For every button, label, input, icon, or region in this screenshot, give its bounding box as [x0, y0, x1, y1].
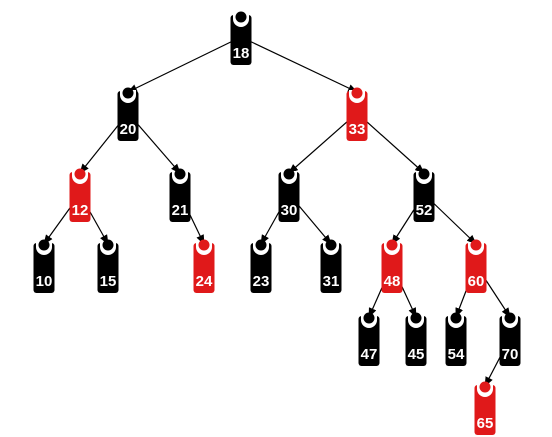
tree-node-31: 31 — [320, 239, 342, 293]
node-dot — [74, 168, 86, 180]
node-dot — [470, 239, 482, 251]
node-body — [465, 243, 487, 293]
node-dot — [102, 239, 114, 251]
node-body — [381, 243, 403, 293]
node-label: 21 — [172, 202, 189, 219]
node-dot — [174, 168, 186, 180]
node-dot — [386, 239, 398, 251]
node-dot — [122, 87, 134, 99]
node-label: 52 — [416, 202, 433, 219]
tree-node-12: 12 — [69, 168, 91, 222]
node-dot — [410, 312, 422, 324]
tree-node-24: 24 — [193, 239, 215, 293]
node-label: 24 — [196, 273, 213, 290]
node-dot — [504, 312, 516, 324]
node-body — [169, 172, 191, 222]
node-body — [117, 91, 139, 141]
node-body — [278, 172, 300, 222]
node-body — [33, 243, 55, 293]
edges — [43, 36, 511, 387]
node-body — [405, 316, 427, 366]
node-label: 60 — [468, 273, 485, 290]
node-body — [97, 243, 119, 293]
edge-33-30 — [288, 112, 358, 174]
node-label: 20 — [120, 121, 137, 138]
node-body — [358, 316, 380, 366]
tree-node-48: 48 — [381, 239, 403, 293]
node-dot — [235, 11, 247, 23]
node-body — [346, 91, 368, 141]
node-label: 33 — [349, 121, 366, 138]
node-label: 12 — [72, 202, 89, 219]
node-label: 18 — [233, 45, 250, 62]
tree-node-70: 70 — [499, 312, 521, 366]
node-body — [193, 243, 215, 293]
node-body — [445, 316, 467, 366]
tree-node-33: 33 — [346, 87, 368, 141]
node-dot — [363, 312, 375, 324]
node-label: 15 — [100, 273, 117, 290]
tree-node-52: 52 — [413, 168, 435, 222]
node-body — [69, 172, 91, 222]
tree-node-20: 20 — [117, 87, 139, 141]
tree-node-23: 23 — [250, 239, 272, 293]
node-dot — [450, 312, 462, 324]
node-body — [320, 243, 342, 293]
tree-node-21: 21 — [169, 168, 191, 222]
node-label: 30 — [281, 202, 298, 219]
node-label: 65 — [477, 415, 494, 432]
node-dot — [325, 239, 337, 251]
node-dot — [418, 168, 430, 180]
node-dot — [38, 239, 50, 251]
tree-node-15: 15 — [97, 239, 119, 293]
node-label: 45 — [408, 346, 425, 363]
edge-33-52 — [356, 112, 425, 174]
node-label: 48 — [384, 273, 401, 290]
edge-18-33 — [240, 36, 358, 93]
nodes: 18 20 33 12 21 30 52 10 15 24 23 31 48 60 47 45 54 70 65 — [33, 11, 521, 435]
tree-node-45: 45 — [405, 312, 427, 366]
node-dot — [255, 239, 267, 251]
edge-18-20 — [127, 36, 242, 93]
node-body — [230, 15, 252, 65]
node-body — [413, 172, 435, 222]
tree-node-30: 30 — [278, 168, 300, 222]
node-dot — [479, 381, 491, 393]
node-label: 47 — [361, 346, 378, 363]
tree-node-10: 10 — [33, 239, 55, 293]
tree-node-54: 54 — [445, 312, 467, 366]
node-body — [499, 316, 521, 366]
tree-node-18: 18 — [230, 11, 252, 65]
tree-node-47: 47 — [358, 312, 380, 366]
node-label: 23 — [253, 273, 270, 290]
tree-node-65: 65 — [474, 381, 496, 435]
node-dot — [283, 168, 295, 180]
node-label: 10 — [36, 273, 53, 290]
node-label: 54 — [448, 346, 465, 363]
tree-node-60: 60 — [465, 239, 487, 293]
node-body — [474, 385, 496, 435]
node-label: 70 — [502, 346, 519, 363]
node-body — [250, 243, 272, 293]
node-dot — [198, 239, 210, 251]
node-label: 31 — [323, 273, 340, 290]
node-dot — [351, 87, 363, 99]
